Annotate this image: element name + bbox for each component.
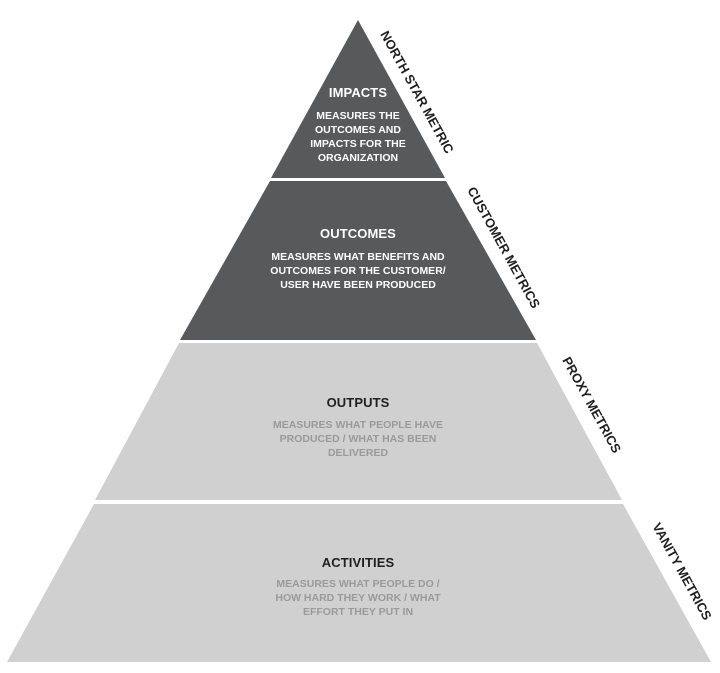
impacts-title: IMPACTS: [329, 85, 387, 100]
outcomes-desc-line: OUTCOMES FOR THE CUSTOMER/: [270, 265, 445, 277]
outcomes-tier: [180, 181, 536, 340]
impacts-desc-line: ORGANIZATION: [318, 152, 398, 164]
outputs-desc-line: DELIVERED: [328, 447, 389, 459]
outputs-desc-line: PRODUCED / WHAT HAS BEEN: [280, 433, 437, 445]
outputs-desc-line: MEASURES WHAT PEOPLE HAVE: [273, 419, 443, 431]
outcomes-desc-line: USER HAVE BEEN PRODUCED: [280, 279, 436, 291]
outcomes-desc-line: MEASURES WHAT BENEFITS AND: [271, 251, 445, 263]
activities-desc-line: MEASURES WHAT PEOPLE DO /: [276, 578, 439, 590]
activities-desc-line: EFFORT THEY PUT IN: [303, 606, 413, 618]
impacts-tier: [271, 20, 445, 178]
activities-desc-line: HOW HARD THEY WORK / WHAT: [275, 592, 441, 604]
outcomes-title: OUTCOMES: [320, 226, 396, 241]
activities-tier: [7, 504, 711, 662]
outputs-tier: [95, 343, 622, 500]
impacts-desc-line: MEASURES THE: [316, 110, 399, 122]
impacts-desc-line: OUTCOMES AND: [315, 124, 401, 136]
impacts-desc-line: IMPACTS FOR THE: [310, 138, 405, 150]
activities-title: ACTIVITIES: [322, 555, 395, 570]
outputs-title: OUTPUTS: [327, 395, 390, 410]
